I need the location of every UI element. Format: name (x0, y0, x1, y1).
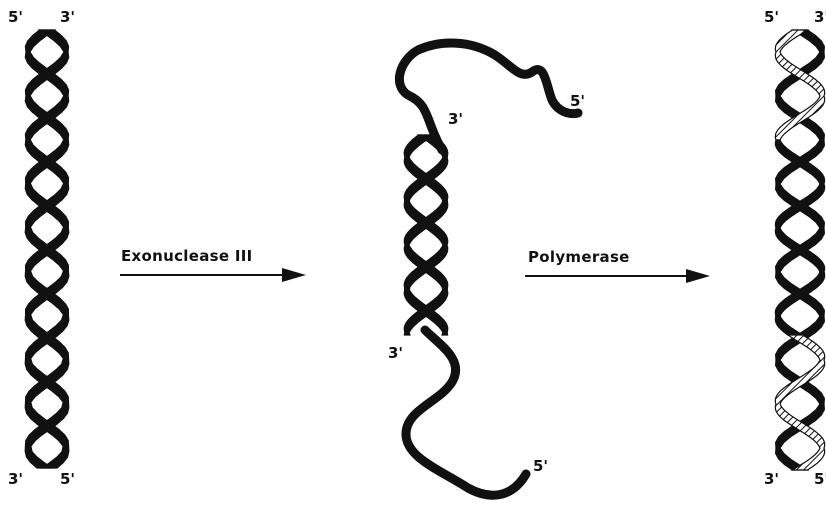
lower-single-strand-tail (406, 330, 526, 495)
middle-lower-strand-3prime: 3' (388, 344, 403, 362)
exonuclease-label: Exonuclease III (121, 247, 252, 265)
polymerase-label: Polymerase (528, 248, 630, 266)
left-double-helix (25, 30, 69, 468)
exonuclease-arrow (120, 268, 306, 282)
right-helix-bottom-right-end: 5' (814, 470, 826, 488)
right-helix-bottom-left-end: 3' (764, 470, 779, 488)
middle-lower-tail-5prime: 5' (533, 457, 548, 475)
upper-single-strand-tail (399, 43, 578, 150)
left-helix-top-left-end: 5' (8, 8, 23, 26)
middle-gapped-helix (399, 43, 578, 495)
right-helix-top-right-end: 3' (814, 8, 826, 26)
left-helix-bottom-left-end: 3' (8, 470, 23, 488)
left-helix-bottom-right-end: 5' (60, 470, 75, 488)
polymerase-arrow (525, 269, 710, 283)
right-helix-top-left-end: 5' (764, 8, 779, 26)
left-helix-top-right-end: 3' (60, 8, 75, 26)
right-repaired-helix (775, 30, 824, 470)
middle-upper-strand-3prime: 3' (448, 110, 463, 128)
middle-upper-tail-5prime: 5' (570, 92, 585, 110)
left-strand-b (25, 30, 69, 468)
